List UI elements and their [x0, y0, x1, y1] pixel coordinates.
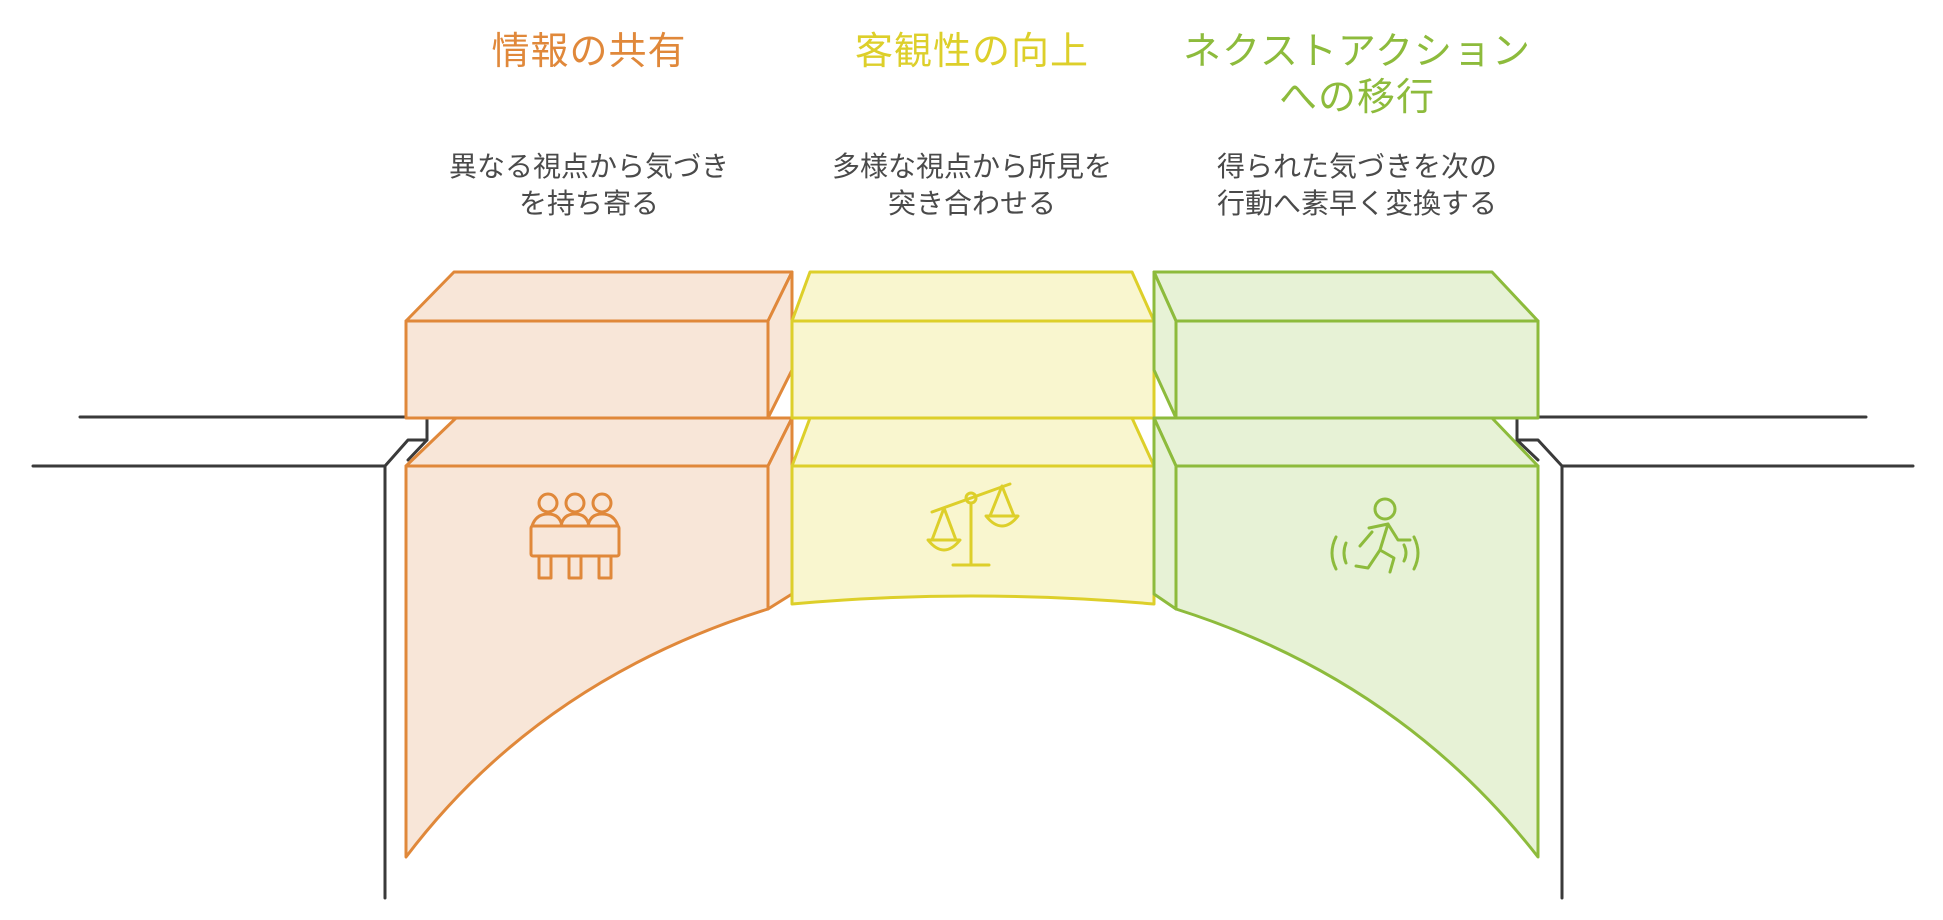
- ground-lines: [31, 415, 1915, 900]
- pillar-yellow-upper-top: [790, 270, 1156, 323]
- pillar-green-lower-front: [1174, 464, 1540, 859]
- right-ground-upper: [1515, 415, 1868, 462]
- pillar-orange-upper-top: [404, 270, 794, 323]
- pillar-green-lower-top: [1152, 416, 1540, 468]
- pillar-yellow-lower-top: [790, 416, 1156, 468]
- pillar-yellow-lower-front: [790, 464, 1156, 606]
- left-ground-upper: [78, 415, 429, 462]
- right-cliff: [1515, 438, 1915, 468]
- pillar-title-sharing: 情報の共有: [491, 29, 687, 73]
- pillar-orange-lower-front: [404, 464, 770, 859]
- pillar-orange-upper-front: [404, 319, 770, 420]
- pillar-yellow: [790, 270, 1156, 606]
- left-cliff: [31, 438, 429, 468]
- pillar-description-sharing: 異なる視点から気づき を持ち寄る: [448, 150, 729, 220]
- balance-scale-icon: [926, 482, 1020, 567]
- pillar-title-next-action: ネクストアクション への移行: [1183, 29, 1531, 119]
- pillar-green-upper-top: [1152, 270, 1540, 323]
- pillar-green-upper-front: [1174, 319, 1540, 420]
- pillar-orange-lower-top: [404, 416, 794, 468]
- pillar-title-objectivity: 客観性の向上: [854, 29, 1089, 73]
- pillar-yellow-upper-front: [790, 319, 1156, 420]
- pillar-green: [1152, 270, 1540, 859]
- pillar-orange: [404, 270, 794, 859]
- pillar-description-objectivity: 多様な視点から所見を 突き合わせる: [831, 150, 1112, 220]
- people-meeting-icon: [529, 492, 621, 580]
- pillar-description-next-action: 得られた気づきを次の 行動へ素早く変換する: [1216, 150, 1497, 220]
- running-person-icon: [1330, 497, 1420, 574]
